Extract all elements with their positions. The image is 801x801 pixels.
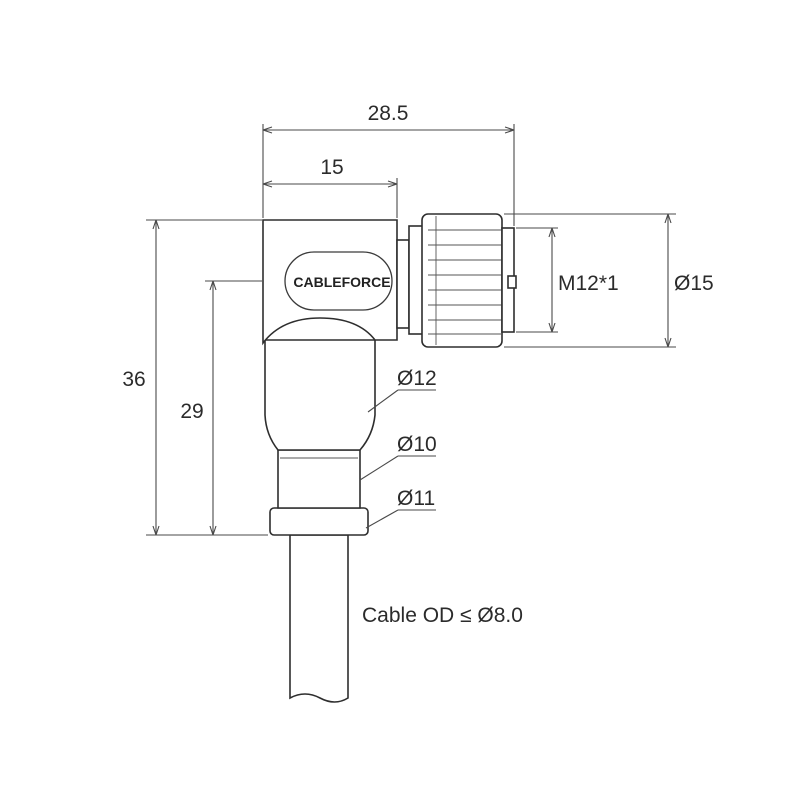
label-neck-diameter: Ø12	[397, 367, 437, 390]
brand-label-text: CABLEFORCE	[293, 274, 390, 290]
dimension-body-height: 29	[180, 280, 262, 536]
label-nut-diameter: Ø15	[674, 272, 714, 295]
nut-adapter	[396, 239, 410, 329]
label-overall-height: 36	[122, 368, 145, 391]
waist	[277, 449, 361, 509]
label-overall-width: 28.5	[368, 102, 409, 125]
cable	[289, 534, 349, 703]
leader-collar-diameter: Ø11	[365, 487, 436, 529]
cable-note: Cable OD ≤ Ø8.0	[362, 604, 523, 627]
dimension-overall-width: 28.5	[262, 102, 515, 226]
collar	[269, 507, 369, 536]
coupling-nut	[421, 213, 503, 348]
dimension-nut-diameter: Ø15	[504, 213, 714, 348]
brand-label: CABLEFORCE	[284, 251, 393, 311]
leader-waist-diameter: Ø10	[359, 433, 437, 481]
label-thread: M12*1	[558, 272, 619, 295]
dimension-body-width: 15	[262, 156, 398, 218]
dimension-thread: M12*1	[516, 227, 619, 333]
thread-end	[501, 227, 517, 333]
dimension-overall-height: 36	[122, 219, 268, 536]
label-waist-diameter: Ø10	[397, 433, 437, 456]
label-body-height: 29	[180, 400, 203, 423]
label-body-width: 15	[320, 156, 343, 179]
leader-neck-diameter: Ø12	[367, 367, 437, 413]
label-collar-diameter: Ø11	[397, 487, 435, 510]
neck	[264, 339, 376, 451]
